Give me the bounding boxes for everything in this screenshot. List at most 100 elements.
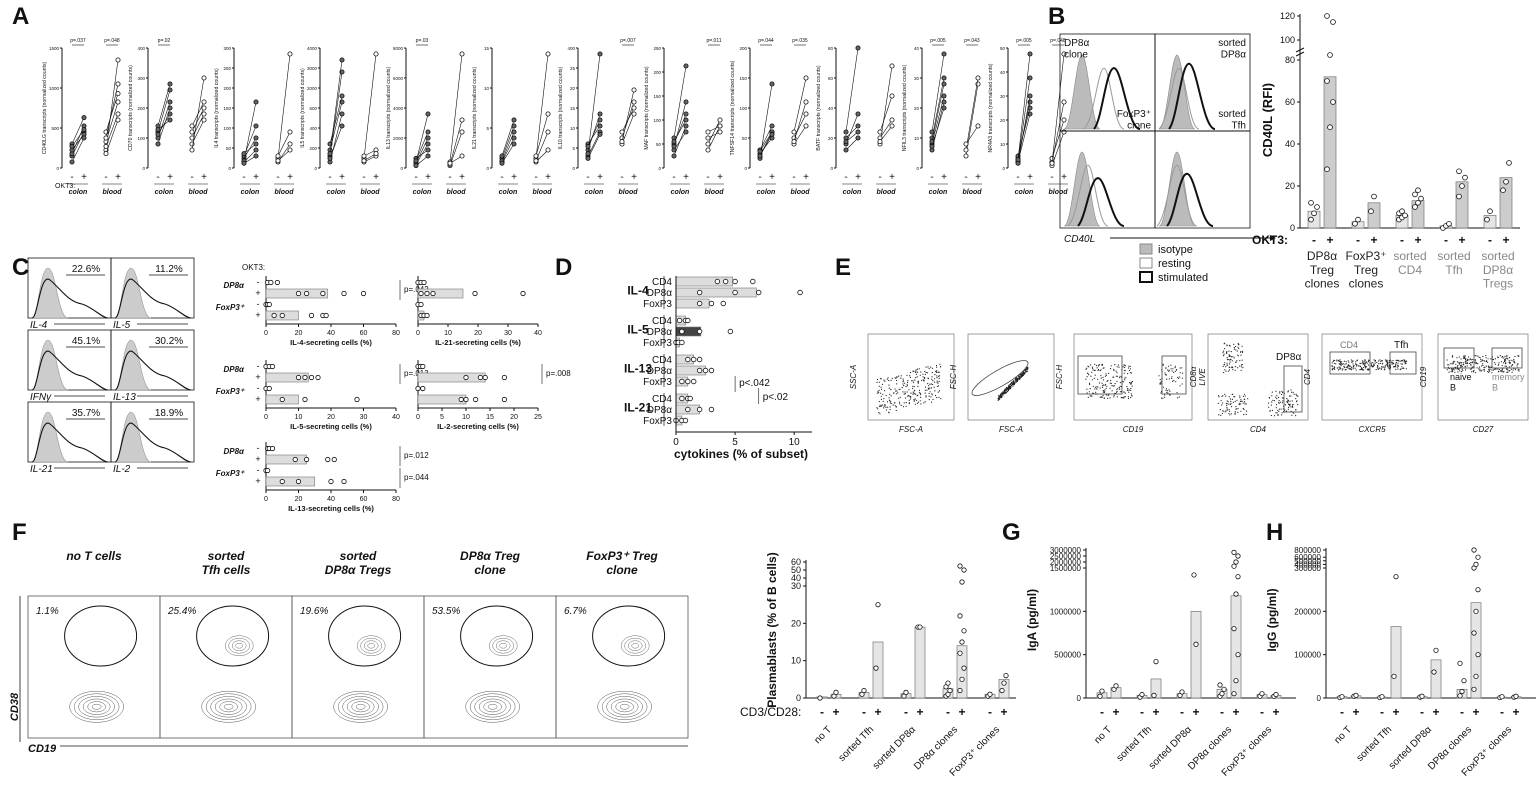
bar	[265, 476, 316, 487]
flow-event	[924, 386, 927, 388]
flow-event	[1233, 396, 1235, 398]
flow-event	[1172, 380, 1174, 382]
flow-event	[1368, 368, 1370, 370]
flow-event	[1331, 365, 1333, 367]
data-point	[683, 111, 689, 117]
panel-label-E: E	[835, 254, 851, 281]
flow-event	[1500, 370, 1503, 372]
x-axis-label: IL-4-secreting cells (%)	[290, 338, 372, 347]
flow-event	[1400, 368, 1402, 370]
flow-event	[1115, 375, 1117, 377]
data-point	[1339, 694, 1345, 700]
flow-event	[1234, 366, 1237, 368]
flow-event	[1109, 397, 1111, 399]
gate-percent: 11.2%	[155, 264, 183, 275]
flow-event	[1385, 364, 1387, 366]
flow-event	[1470, 368, 1472, 370]
y-tick-label: 500	[51, 126, 59, 131]
data-point	[929, 143, 935, 149]
flow-event	[924, 392, 926, 394]
flow-event	[935, 370, 937, 372]
flow-event	[889, 400, 891, 402]
data-point	[1402, 212, 1408, 219]
data-point	[1457, 660, 1463, 666]
connector	[931, 53, 945, 133]
sign-plus: +	[1192, 705, 1199, 719]
y-tick-label: 50	[742, 136, 748, 141]
flow-event	[1124, 392, 1126, 394]
sign-minus: -	[104, 172, 107, 183]
flow-y-axis: CD19	[1419, 366, 1428, 387]
flow-event	[1406, 360, 1408, 362]
flow-event	[1337, 369, 1340, 371]
flow-event	[1271, 391, 1273, 393]
data-point	[520, 290, 526, 297]
flow-event	[925, 395, 927, 397]
y-axis-label: NR4A3 transcripts (normalized counts)	[988, 63, 994, 152]
flow-event	[925, 371, 927, 374]
flow-event	[1378, 363, 1380, 365]
y-tick-label: 250	[653, 46, 661, 51]
connector	[157, 113, 171, 135]
legend-item: stimulated	[1158, 272, 1208, 284]
flow-event	[1355, 369, 1357, 371]
flow-event	[1489, 366, 1491, 368]
flow-event	[1112, 385, 1114, 387]
flow-event	[1004, 391, 1007, 393]
flow-event	[1005, 387, 1008, 389]
arrow-head	[1270, 235, 1276, 241]
connector	[329, 101, 343, 151]
category-label: no T	[1092, 724, 1114, 746]
flow-event	[1023, 373, 1025, 376]
sign-minus: -	[1140, 705, 1144, 719]
flow-event	[1509, 361, 1511, 363]
sign-plus: +	[1432, 705, 1439, 719]
flow-event	[883, 398, 885, 400]
gate-percent: 35.7%	[72, 408, 100, 419]
flow-event	[1456, 366, 1458, 368]
flow-event	[877, 390, 879, 392]
sign-minus: -	[1050, 172, 1053, 183]
data-point	[103, 151, 109, 157]
flow-event	[1226, 409, 1228, 411]
data-point	[1233, 678, 1239, 684]
flow-event	[1372, 366, 1374, 368]
connector	[673, 125, 687, 157]
flow-event	[1171, 377, 1173, 379]
y-tick-label: 100	[653, 118, 661, 123]
flow-event	[1102, 391, 1105, 393]
y-tick-label: 2000000	[1050, 558, 1082, 567]
gate-label-cd4: CD4	[1340, 340, 1358, 350]
flow-event	[1102, 376, 1104, 378]
flow-event	[936, 377, 938, 379]
flow-event	[1021, 373, 1024, 375]
data-point	[631, 105, 637, 111]
flow-event	[1165, 367, 1167, 369]
flow-event	[878, 412, 880, 414]
flow-event	[1234, 369, 1236, 371]
flow-event	[1282, 400, 1284, 402]
data-point	[201, 117, 207, 123]
x-tick-label: 40	[327, 330, 335, 337]
data-point	[1235, 553, 1241, 559]
flow-event	[1487, 358, 1489, 360]
data-point	[292, 456, 298, 463]
y-tick-label: 5	[486, 126, 489, 131]
sign-minus: -	[1016, 172, 1019, 183]
flow-event	[1276, 395, 1278, 397]
y-tick-label: 800000	[1294, 546, 1321, 555]
data-point	[717, 117, 723, 123]
bar	[1323, 76, 1337, 229]
x-tick-label: 60	[360, 330, 368, 337]
data-point	[597, 51, 603, 57]
flow-event	[899, 388, 901, 390]
flow-event	[1494, 363, 1496, 365]
flow-event	[1397, 368, 1399, 370]
y-axis-label: CD40L (RFI)	[1260, 83, 1275, 157]
flow-event	[1235, 345, 1237, 348]
flow-event	[1162, 386, 1165, 388]
flow-event	[924, 376, 926, 379]
